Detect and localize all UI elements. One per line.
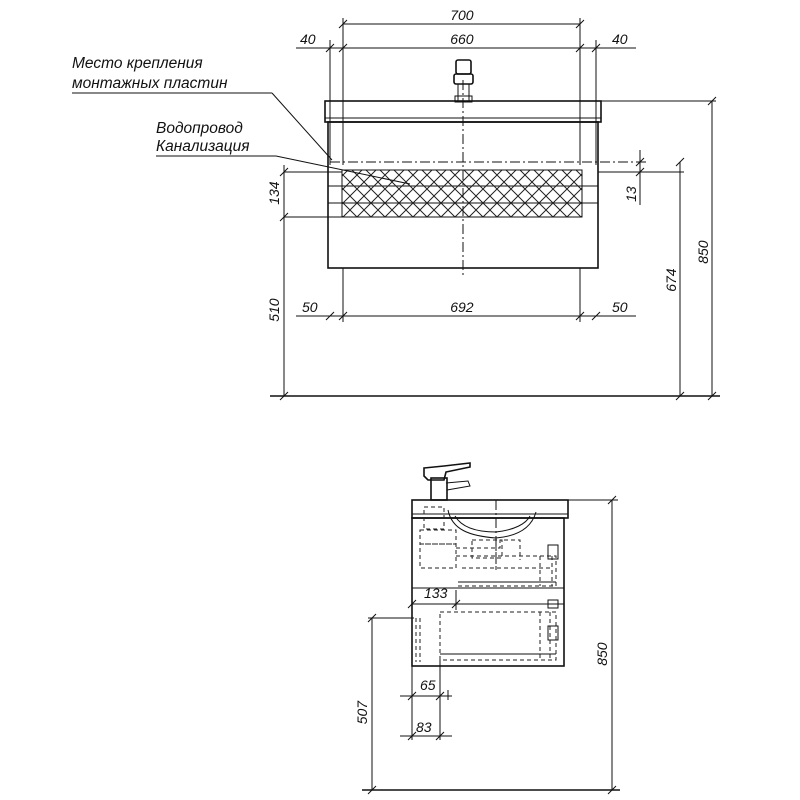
annotation-mount-plates: Место крепления монтажных пластин bbox=[72, 55, 333, 161]
mount-plates-label-1: Место крепления bbox=[72, 55, 203, 72]
annotation-pipes: Водопровод Канализация bbox=[156, 120, 411, 185]
mount-plates-label-2: монтажных пластин bbox=[72, 75, 228, 92]
dim-700-label: 700 bbox=[450, 7, 474, 23]
dim-40-right-label: 40 bbox=[612, 31, 628, 47]
dim-660-label: 660 bbox=[450, 31, 474, 47]
dim-50-left-label: 50 bbox=[302, 299, 318, 315]
water-supply-label: Водопровод bbox=[156, 120, 243, 137]
dim-50-right-label: 50 bbox=[612, 299, 628, 315]
dimension-133: 133 bbox=[407, 585, 461, 610]
dim-850-front-label: 850 bbox=[695, 240, 711, 264]
dim-134-label: 134 bbox=[266, 181, 282, 205]
dim-507-label: 507 bbox=[354, 700, 370, 725]
cabinet-side bbox=[411, 517, 565, 667]
sewage-label: Канализация bbox=[156, 138, 250, 155]
faucet-side bbox=[423, 462, 471, 501]
front-view: 700 40 660 40 bbox=[72, 7, 720, 401]
dimension-65-83: 65 83 bbox=[400, 660, 452, 741]
drawer-top bbox=[456, 544, 559, 609]
dimension-850-side: 850 bbox=[568, 495, 618, 795]
dim-850-side-label: 850 bbox=[594, 642, 610, 666]
dim-40-left-label: 40 bbox=[300, 31, 316, 47]
dim-65-label: 65 bbox=[420, 677, 436, 693]
dimension-inner-width: 40 660 40 bbox=[296, 31, 636, 165]
dimension-left-verticals: 134 510 bbox=[266, 165, 342, 401]
dim-674-label: 674 bbox=[663, 268, 679, 292]
dim-13-label: 13 bbox=[623, 186, 639, 202]
side-view: 133 65 83 507 850 bbox=[354, 462, 620, 795]
countertop-side bbox=[411, 499, 569, 519]
dim-133-label: 133 bbox=[424, 585, 448, 601]
dimension-overall-width: 700 bbox=[338, 7, 585, 165]
drawer-bottom bbox=[415, 611, 559, 662]
dimension-bottom-width: 50 692 50 bbox=[296, 268, 636, 322]
dim-510-label: 510 bbox=[266, 298, 282, 322]
dimension-right-verticals: 13 674 850 bbox=[598, 96, 717, 401]
faucet-front bbox=[453, 59, 474, 103]
dimension-507: 507 bbox=[354, 613, 414, 795]
dim-692-label: 692 bbox=[450, 299, 474, 315]
siphon-hidden-lines bbox=[419, 506, 521, 570]
dim-83-label: 83 bbox=[416, 719, 432, 735]
